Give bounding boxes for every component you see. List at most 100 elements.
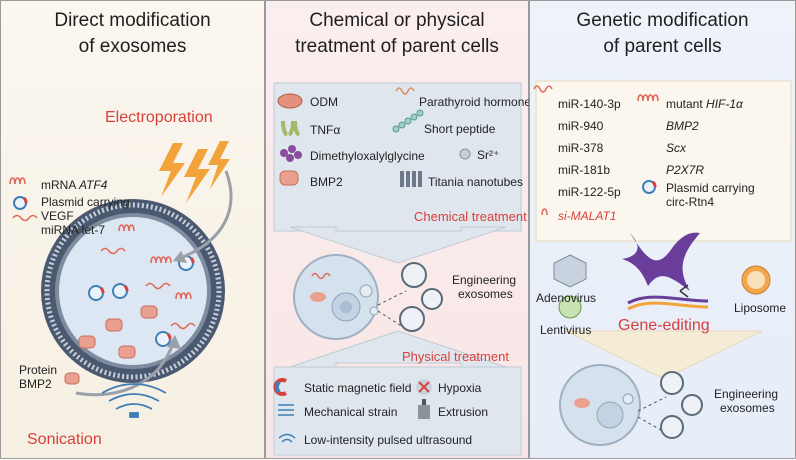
- plasmid-vegf-label-line2: VEGF: [41, 209, 74, 223]
- magnetic-label: Static magnetic field: [304, 381, 412, 395]
- sirna-icon: [541, 208, 548, 216]
- pth-icon: [395, 87, 415, 95]
- electroporation-arrow-icon: [182, 170, 233, 259]
- sonication-label: Sonication: [27, 431, 102, 448]
- hypoxia-label: Hypoxia: [438, 381, 482, 395]
- panel2-title-line1: Chemical or physical: [309, 10, 485, 31]
- scissors-icon: [679, 284, 689, 298]
- mirna-item: miR-940: [558, 119, 604, 133]
- gene-item: P2X7R: [666, 163, 705, 177]
- gene-hairpin-icon: [637, 94, 659, 102]
- engineering-exosomes-label-line1: Engineering: [452, 273, 517, 287]
- chemical-box: [273, 82, 522, 232]
- chemical-treatment-label: Chemical treatment: [414, 209, 527, 224]
- dmog-molecule-icon: [280, 145, 302, 162]
- plasmid-circ-label-line1: Plasmid carrying: [666, 181, 755, 195]
- pth-label: Parathyroid hormone: [419, 95, 532, 109]
- odm-dish-icon: [277, 93, 303, 109]
- mirna-let7-label: miRNA let-7: [41, 223, 106, 237]
- extrusion-label: Extrusion: [438, 405, 489, 419]
- protein-icon: [64, 305, 158, 385]
- mirna-item: miR-140-3p: [558, 97, 621, 111]
- bmp2-label: BMP2: [310, 175, 343, 189]
- panel1-title-line1: Direct modification: [54, 10, 211, 31]
- si-malat-label: si-MALAT1: [558, 209, 617, 223]
- titania-icon: [400, 171, 422, 187]
- engineering-exosomes-label-line2: exosomes: [458, 287, 513, 301]
- dashed-line-icon: [377, 290, 407, 330]
- exosome-small-icon: [399, 262, 443, 332]
- panel1-title-line2: of exosomes: [78, 36, 187, 57]
- mutant-gene: HIF-1α: [706, 97, 743, 111]
- lentivirus-label: Lentivirus: [540, 323, 592, 337]
- plasmid-ring-icon: [13, 196, 195, 347]
- mrna-hairpin-icon: [9, 177, 192, 300]
- tnf-label: TNFα: [310, 123, 341, 137]
- mirna-squiggle-icon: [12, 214, 196, 330]
- panel2-graphics: [273, 82, 522, 456]
- parent-cell-icon: [559, 364, 641, 446]
- liposome-icon: [741, 265, 771, 295]
- panel3-title-line2: of parent cells: [603, 36, 722, 57]
- panel1-graphics: [9, 141, 233, 418]
- gene-item: Scx: [666, 141, 687, 155]
- mutant-hif-label: mutant HIF-1α: [666, 97, 743, 111]
- physical-treatment-label: Physical treatment: [402, 349, 509, 364]
- hypoxia-icon: [416, 379, 432, 395]
- engineering-exosomes-label-line1: Engineering: [714, 387, 779, 401]
- ultrasound-wave-icon: [101, 383, 167, 418]
- dmog-label: Dimethyloxalylglycine: [310, 149, 425, 163]
- strain-arrows-icon: [278, 404, 294, 416]
- panel-genetic-modification: Genetic modification of parent cells: [529, 0, 796, 459]
- panel-direct-modification: Direct modification of exosomes: [0, 0, 265, 459]
- mirna-item: miR-122-5p: [558, 185, 621, 199]
- parent-cell-icon: [293, 254, 379, 340]
- strain-label: Mechanical strain: [304, 405, 398, 419]
- lightning-icon: [159, 141, 230, 203]
- panel3-graphics: [533, 80, 792, 446]
- extrusion-icon: [418, 399, 430, 419]
- genetic-box: [535, 80, 792, 242]
- strontium-icon: [459, 148, 471, 160]
- liposome-label: Liposome: [734, 301, 787, 315]
- physical-arrow-icon: [289, 330, 507, 368]
- mirna-item: miR-181b: [558, 163, 611, 177]
- panel-chemical-physical: Chemical or physical treatment of parent…: [265, 0, 532, 459]
- strontium-label: Sr²⁺: [477, 148, 500, 162]
- dna-strand-icon: [627, 295, 709, 305]
- gene-item: BMP2: [666, 119, 699, 133]
- lipus-wave-icon: [278, 433, 296, 443]
- plasmid-circ-label-line2: circ-Rtn4: [666, 195, 715, 209]
- protein-label-line2: BMP2: [19, 377, 52, 391]
- adenovirus-label: Adenovirus: [536, 291, 597, 305]
- titania-label: Titania nanotubes: [428, 175, 523, 189]
- mrna-gene: ATF4: [79, 178, 108, 192]
- mrna-prefix: mRNA: [41, 178, 76, 192]
- lentivirus-icon: [558, 295, 582, 319]
- protein-label-line1: Protein: [19, 363, 58, 377]
- exosome-small-icon: [660, 371, 703, 439]
- tnf-icon: [281, 120, 301, 137]
- chromosome-icon: [622, 232, 700, 291]
- odm-label: ODM: [310, 95, 338, 109]
- mrna-label-line: mRNA ATF4: [41, 178, 107, 192]
- lipus-label: Low-intensity pulsed ultrasound: [304, 433, 473, 447]
- sonication-arrow-icon: [75, 342, 175, 397]
- adenovirus-icon: [553, 254, 587, 288]
- mutant-prefix: mutant: [666, 97, 703, 111]
- panel3-title-line1: Genetic modification: [576, 10, 749, 31]
- gene-editing-label: Gene-editing: [618, 317, 710, 334]
- mirna-squiggle-icon: [533, 85, 553, 93]
- panel2-title-line2: treatment of parent cells: [295, 36, 499, 57]
- physical-box: [273, 366, 522, 456]
- peptide-label: Short peptide: [424, 122, 496, 136]
- chemical-arrow-icon: [289, 226, 507, 264]
- peptide-icon: [392, 109, 424, 133]
- mirna-item: miR-378: [558, 141, 604, 155]
- plasmid-ring-icon: [642, 180, 657, 194]
- merge-arrow-icon: [565, 330, 763, 380]
- engineering-exosomes-label-line2: exosomes: [720, 401, 775, 415]
- electroporation-label: Electroporation: [105, 109, 213, 126]
- plasmid-vegf-label-line1: Plasmid carrying: [41, 195, 130, 209]
